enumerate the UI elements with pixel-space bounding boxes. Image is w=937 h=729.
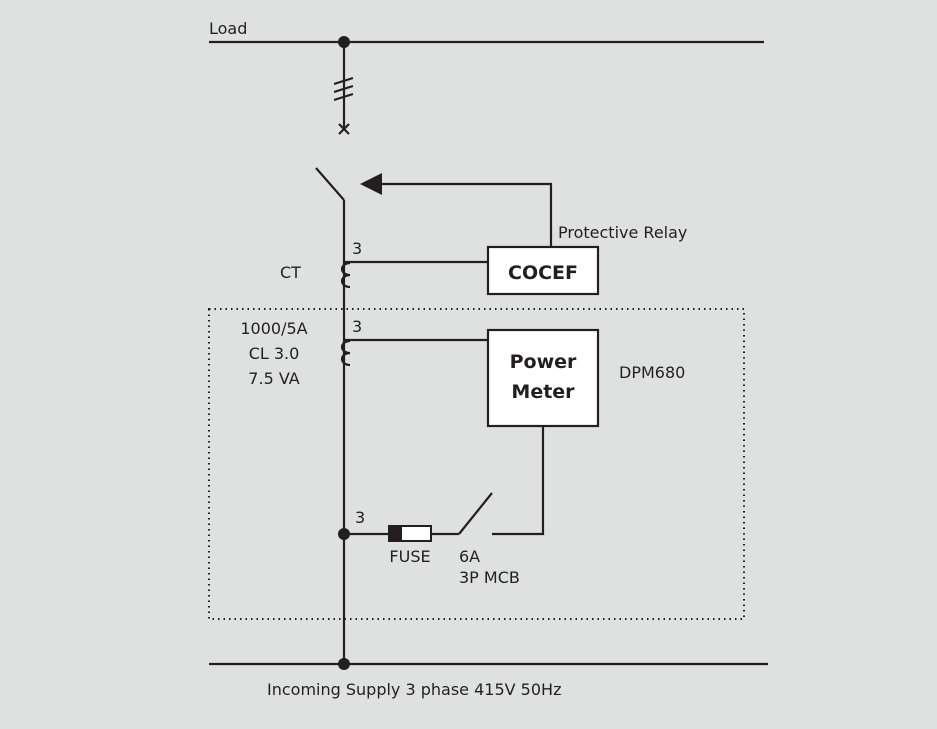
trip-signal-line (380, 182, 553, 247)
meter-model-label: DPM680 (619, 363, 685, 382)
mcb-contact (458, 492, 493, 535)
fuse-label: FUSE (389, 547, 430, 566)
power-meter-box (486, 328, 600, 428)
supply-bus-label: Incoming Supply 3 phase 415V 50Hz (267, 680, 561, 699)
supply-bus-junction (338, 658, 350, 670)
fuse-icon (388, 525, 432, 542)
power-meter-label-2: Meter (511, 381, 575, 403)
metering-ct-spec-3: 7.5 VA (248, 369, 299, 388)
metering-ct-spec-2: CL 3.0 (249, 344, 300, 363)
protection-ct-coil-icon (340, 261, 351, 289)
isolator-cross-icon (338, 123, 350, 135)
three-phase-marks-icon (333, 76, 354, 102)
voltage-tap-phase-count: 3 (355, 508, 365, 527)
mcb-type: 3P MCB (459, 568, 520, 587)
metering-ct-spec-1: 1000/5A (240, 319, 307, 338)
metering-ct-phase-count: 3 (352, 317, 362, 336)
cocef-relay-box (486, 245, 600, 296)
metering-ct-coil-icon (340, 339, 351, 367)
trip-arrow-icon (360, 173, 382, 195)
mcb-rating: 6A (459, 547, 480, 566)
power-meter-label-1: Power (510, 351, 577, 373)
relay-caption: Protective Relay (558, 223, 687, 242)
load-bus-label: Load (209, 19, 247, 38)
meter-enclosure (208, 308, 745, 620)
protection-ct-label: CT (280, 263, 301, 282)
mcb-to-meter-wire (492, 426, 545, 536)
protection-ct-phase-count: 3 (352, 239, 362, 258)
circuit-breaker-contact (315, 167, 345, 201)
relay-box-label: COCEF (508, 262, 578, 284)
